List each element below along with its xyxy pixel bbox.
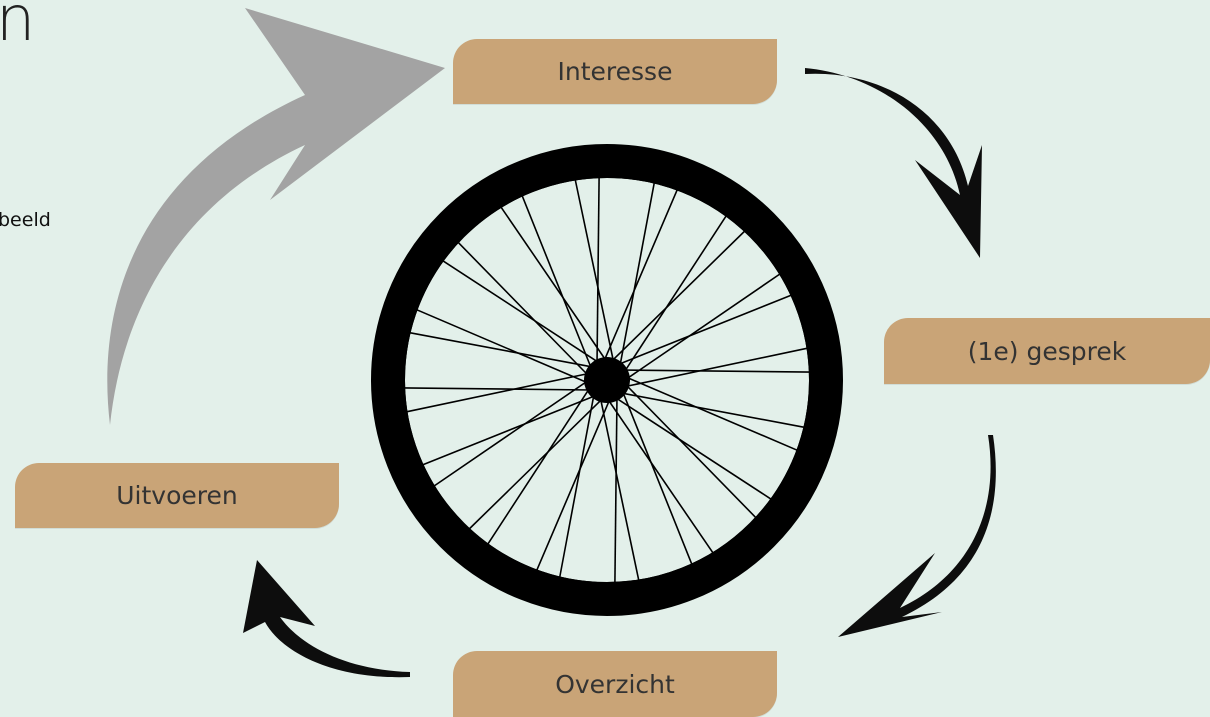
wheel-spoke [434, 380, 589, 486]
wheel-spoke [501, 207, 607, 362]
wheel-spoke [611, 231, 745, 362]
wheel-spoke [469, 398, 603, 529]
wheel-spoke [620, 393, 805, 428]
wheel-spoke [607, 398, 713, 553]
wheel-spoke [620, 183, 655, 368]
wheel-spoke [575, 180, 614, 364]
wheel-spoke [604, 190, 678, 363]
wheel-spoke [458, 242, 589, 376]
wheel-spoke [537, 398, 611, 571]
arrow-overzicht-to-uitvoeren [243, 560, 410, 677]
wheel-spoke [410, 333, 595, 368]
wheel-spoke [624, 348, 808, 387]
wheel-spoke [488, 387, 591, 544]
arrow-gesprek-to-overzicht [838, 435, 996, 637]
step-gesprek-label: (1e) gesprek [968, 337, 1126, 366]
step-overzicht-label: Overzicht [555, 670, 675, 699]
wheel-spoke [600, 397, 639, 581]
wheel-spoke [597, 177, 599, 365]
step-interesse: Interesse [453, 39, 777, 104]
wheel-spoke [625, 384, 756, 518]
wheel-hub [584, 357, 630, 403]
step-gesprek: (1e) gesprek [884, 318, 1210, 384]
wheel-spoke [622, 370, 810, 372]
wheel-spoke [624, 216, 727, 373]
wheel-spoke [614, 397, 771, 500]
arrow-interesse-to-gesprek [805, 68, 982, 258]
wheel-spoke [625, 377, 798, 451]
step-interesse-label: Interesse [558, 57, 673, 86]
wheel-spoke [615, 395, 617, 583]
wheel-spoke [560, 393, 595, 578]
wheel-spoke [443, 261, 600, 364]
wheel-spoke [625, 274, 780, 380]
step-uitvoeren-label: Uitvoeren [116, 481, 237, 510]
wheel-spoke [407, 373, 591, 412]
wheel-spoke [417, 310, 590, 384]
step-uitvoeren: Uitvoeren [15, 463, 339, 528]
bicycle-wheel-icon [388, 161, 826, 599]
step-overzicht: Overzicht [453, 651, 777, 717]
wheel-spoke [404, 388, 592, 390]
